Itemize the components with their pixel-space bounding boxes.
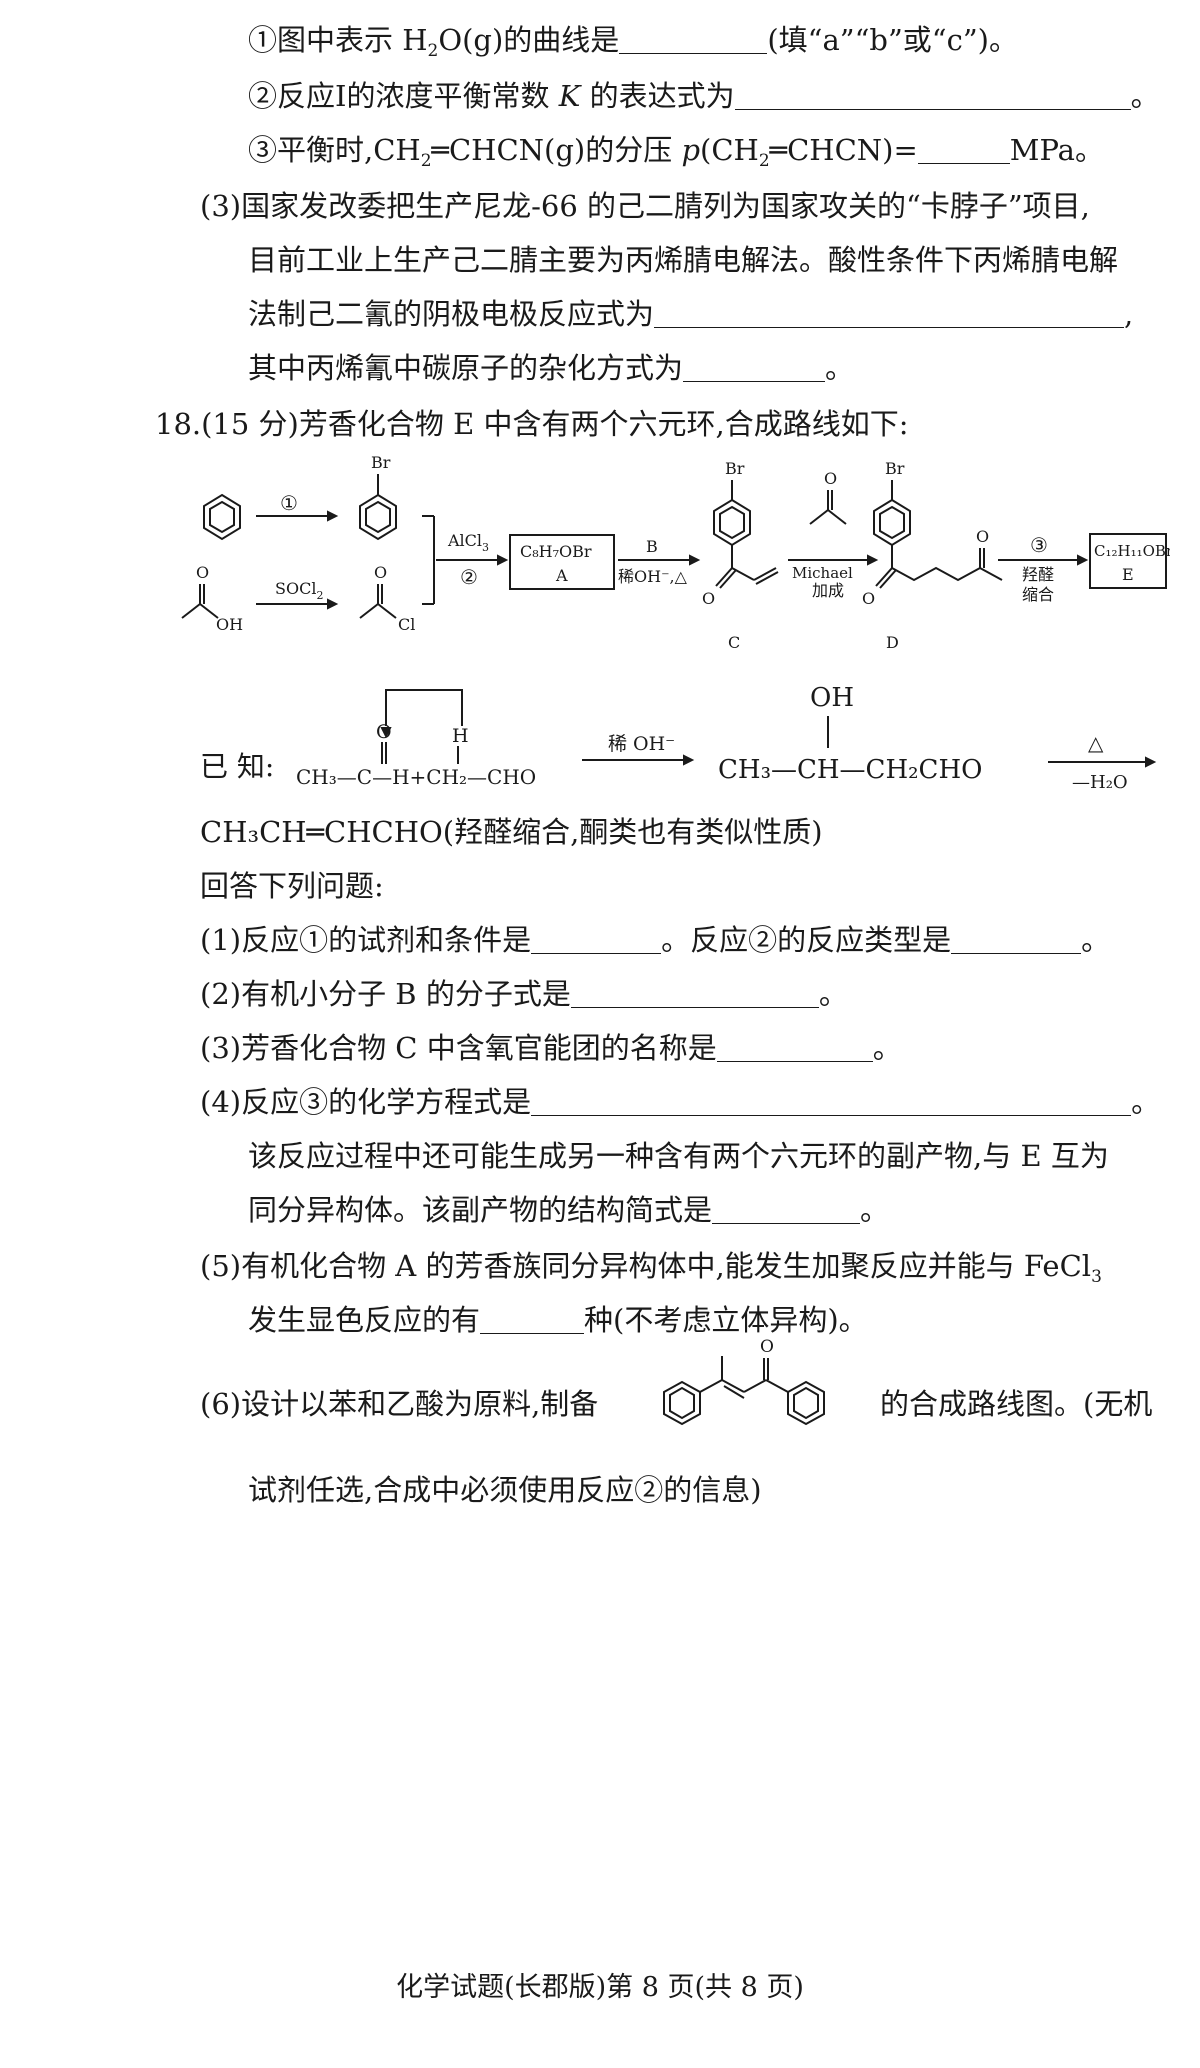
q18-title: 18.(15 分)芳香化合物 E 中含有两个六元环,合成路线如下: <box>155 407 909 441</box>
q18-part2: (2)有机小分子 B 的分子式是。 <box>200 977 848 1011</box>
b-conditions: 稀OH⁻,△ <box>618 567 688 586</box>
box-e-formula: C₁₂H₁₁OBr <box>1094 542 1170 560</box>
answer-blank[interactable] <box>480 1305 585 1334</box>
known-line2: CH₃CH═CHCHO(羟醛缩合,酮类也有类似性质) <box>200 815 823 849</box>
q18-part6-text-a: (6)设计以苯和乙酸为原料,制备 <box>200 1387 599 1421</box>
q18-part1: (1)反应①的试剂和条件是。反应②的反应类型是。 <box>200 923 1111 957</box>
d-bromo: Br <box>885 459 905 478</box>
answer-blank[interactable] <box>712 1195 861 1224</box>
known-h: H <box>452 725 469 747</box>
step1-label: ① <box>280 491 298 515</box>
q18-part3: (3)芳香化合物 C 中含氧官能团的名称是。 <box>200 1031 902 1065</box>
q18-part5-line2: 发生显色反应的有种(不考虑立体异构)。 <box>248 1303 868 1337</box>
d-oxygen: O <box>862 589 875 608</box>
known-product-oh: OH <box>810 683 854 713</box>
label-c: C <box>728 633 740 652</box>
q17-sub2: ②反应Ⅰ的浓度平衡常数 K 的表达式为。 <box>248 79 1160 113</box>
target-molecule: O <box>663 1337 825 1426</box>
q17-part3-line4: 其中丙烯氰中碳原子的杂化方式为。 <box>248 351 855 385</box>
answer-blank[interactable] <box>531 1087 1132 1116</box>
q18-part6-line2: 试剂任选,合成中必须使用反应②的信息) <box>248 1473 762 1507</box>
known-condition: 稀 OH⁻ <box>608 733 675 755</box>
answer-blank[interactable] <box>570 979 819 1008</box>
target-oxygen: O <box>760 1337 774 1357</box>
c-oxygen: O <box>702 589 715 608</box>
michael-label2: 加成 <box>812 581 844 600</box>
aldol-known-scheme: 已 知: O H CH₃—C—H+CH₂—CHO 稀 OH⁻ OH CH₃—CH… <box>200 683 1157 793</box>
q17-part3-line1: (3)国家发改委把生产尼龙-66 的己二腈列为国家攻关的“卡脖子”项目, <box>200 189 1090 223</box>
bromo-label: Br <box>371 453 391 472</box>
q17-part3-line3: 法制己二氰的阴极电极反应式为, <box>248 297 1134 331</box>
benzene-ring <box>203 493 241 541</box>
synthesis-scheme: ① Br O OH SOCl2 O Cl AlCl3 ② C₈H₇OBr A B… <box>181 453 1170 652</box>
answer-blank[interactable] <box>683 353 826 382</box>
alcl3-label: AlCl3 <box>447 531 489 554</box>
answer-blank[interactable] <box>734 81 1131 110</box>
answer-intro: 回答下列问题: <box>200 869 384 903</box>
label-d: D <box>886 633 899 652</box>
known-cond2-bottom: —H₂O <box>1072 772 1128 793</box>
acyl-cl-label: Cl <box>398 615 415 634</box>
michael-reagent-o: O <box>824 469 837 488</box>
q18-part4-line3: 同分异构体。该副产物的结构简式是。 <box>248 1193 890 1227</box>
q17-sub3: ③平衡时,CH2═CHCN(g)的分压 p(CH2═CHCN)=MPa。 <box>248 133 1104 171</box>
known-cond2-top: △ <box>1088 731 1104 755</box>
q18-part4-line2: 该反应过程中还可能生成另一种含有两个六元环的副产物,与 E 互为 <box>248 1139 1109 1173</box>
c-bromo: Br <box>725 459 745 478</box>
known-o: O <box>376 721 392 743</box>
step3-cond1: 羟醛 <box>1022 565 1054 584</box>
q17-sub1: ①图中表示 H2O(g)的曲线是(填“a”“b”或“c”)。 <box>248 23 1018 61</box>
acid-oh-label: OH <box>216 615 243 634</box>
acid-o-label: O <box>196 563 209 582</box>
step3-cond2: 缩合 <box>1022 585 1054 604</box>
answer-blank[interactable] <box>951 925 1082 954</box>
b-label: B <box>646 537 658 556</box>
answer-blank[interactable] <box>917 135 1010 164</box>
q18-part6-text-b: 的合成路线图。(无机 <box>880 1387 1153 1421</box>
bromobenzene-ring <box>359 493 397 541</box>
q18-part5-line1: (5)有机化合物 A 的芳香族同分异构体中,能发生加聚反应并能与 FeCl3 <box>200 1249 1102 1287</box>
answer-blank[interactable] <box>654 299 1125 328</box>
box-e-label: E <box>1122 565 1134 584</box>
known-label: 已 知: <box>200 750 274 783</box>
q17-part3-line2: 目前工业上生产己二腈主要为丙烯腈电解法。酸性条件下丙烯腈电解 <box>248 243 1119 277</box>
acyl-o-label: O <box>374 563 387 582</box>
michael-label: Michael <box>792 564 853 582</box>
step3-label: ③ <box>1030 533 1048 557</box>
q18-part4: (4)反应③的化学方程式是。 <box>200 1085 1161 1119</box>
known-reactant: CH₃—C—H+CH₂—CHO <box>296 765 536 789</box>
socl2-label: SOCl2 <box>275 579 323 602</box>
step2-label: ② <box>460 565 478 589</box>
box-a-label: A <box>555 566 568 585</box>
answer-blank[interactable] <box>531 925 662 954</box>
page-footer: 化学试题(长郡版)第 8 页(共 8 页) <box>396 1972 804 2003</box>
known-product: CH₃—CH—CH₂CHO <box>718 755 982 785</box>
d-ketone-o: O <box>976 527 989 546</box>
answer-blank[interactable] <box>716 1033 873 1062</box>
answer-blank[interactable] <box>619 25 768 54</box>
box-a-formula: C₈H₇OBr <box>520 542 592 561</box>
